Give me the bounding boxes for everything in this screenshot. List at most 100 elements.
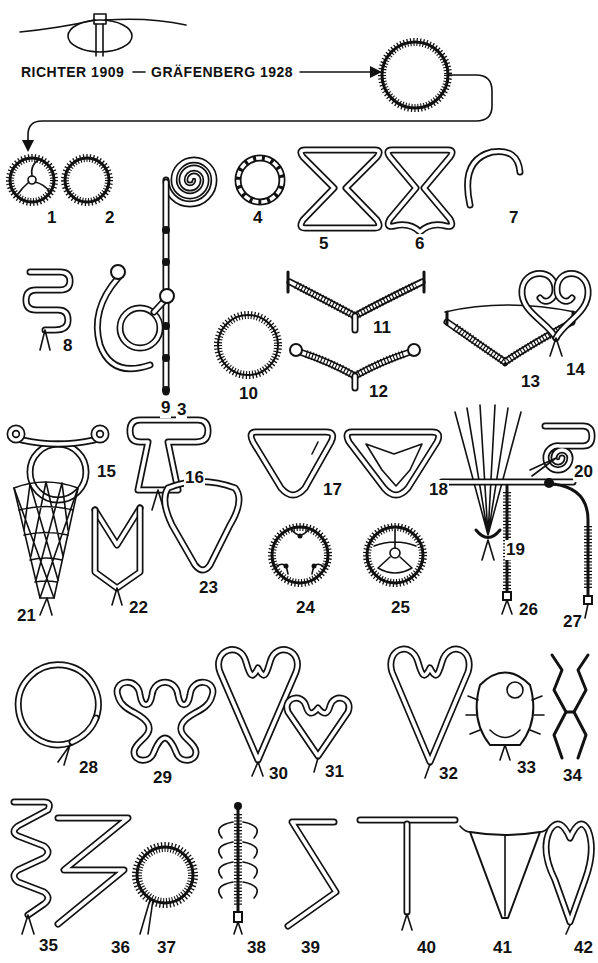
callout-number: 24 <box>295 598 316 618</box>
device-7 <box>468 151 520 205</box>
callout-number: 27 <box>562 612 583 632</box>
device-11 <box>290 282 422 316</box>
callout-number: 8 <box>62 336 73 356</box>
callout-number: 25 <box>390 598 411 618</box>
device-25 <box>374 530 416 573</box>
device-14 <box>522 274 588 357</box>
device-9 <box>111 265 125 279</box>
device-24 <box>277 530 323 574</box>
timeline-arrow <box>300 71 372 73</box>
device-8 <box>26 272 70 330</box>
device-3 <box>163 182 170 392</box>
device-5 <box>301 150 379 228</box>
callout-number: 40 <box>416 938 437 958</box>
callout-number: 2 <box>104 208 115 228</box>
device-39 <box>288 822 336 926</box>
device-38 <box>237 808 240 912</box>
device-41 <box>460 826 550 918</box>
grafenberg-ring <box>382 42 448 108</box>
device-24 <box>298 534 303 539</box>
callout-number: 4 <box>252 208 263 228</box>
device-3 <box>162 354 170 362</box>
device-3 <box>162 258 170 266</box>
device-33 <box>466 673 544 761</box>
device-29 <box>117 682 213 760</box>
device-22 <box>95 508 140 545</box>
device-28 <box>18 665 98 765</box>
callout-number: 21 <box>16 606 37 626</box>
device-21 <box>14 482 78 598</box>
device-24 <box>272 527 328 583</box>
richter-device <box>96 24 103 56</box>
callout-number: 36 <box>110 938 131 958</box>
device-38 <box>234 912 242 922</box>
device-12 <box>352 376 359 388</box>
callout-number: 32 <box>438 764 459 784</box>
device-34 <box>552 655 588 758</box>
device-3 <box>166 160 214 204</box>
device-7 <box>468 151 520 205</box>
device-21 <box>14 482 78 615</box>
device-29 <box>117 682 213 760</box>
device-22 <box>95 508 140 588</box>
device-22 <box>112 588 122 605</box>
device-18 <box>347 432 439 495</box>
device-9 <box>97 278 150 369</box>
grafenberg-ring <box>382 42 448 108</box>
callout-number: 26 <box>518 600 539 620</box>
device-28 <box>72 718 96 742</box>
device-11 <box>352 316 359 330</box>
device-2 <box>65 158 109 202</box>
callout-number: 41 <box>492 938 513 958</box>
device-33 <box>490 730 520 738</box>
device-16 <box>130 420 208 490</box>
callout-number: 12 <box>368 382 389 402</box>
device-8 <box>26 272 70 330</box>
device-33 <box>466 696 544 734</box>
flow-connector <box>22 140 34 152</box>
device-1 <box>18 160 50 194</box>
device-12 <box>300 352 410 376</box>
device-32 <box>391 649 469 778</box>
device-37 <box>137 847 193 934</box>
device-26 <box>442 482 573 614</box>
device-23 <box>165 482 239 571</box>
callout-number: 13 <box>520 372 541 392</box>
device-21 <box>40 598 52 615</box>
device-27 <box>544 478 592 618</box>
device-16 <box>130 420 208 490</box>
device-19 <box>476 530 500 538</box>
device-30 <box>252 762 263 776</box>
device-31 <box>287 698 349 756</box>
device-33 <box>507 682 523 698</box>
callout-number: 6 <box>414 234 425 254</box>
device-34 <box>552 655 566 758</box>
inventor-label: GRÄFENBERG 1928 <box>150 62 294 82</box>
device-4 <box>238 158 282 202</box>
device-34 <box>574 655 588 758</box>
device-31 <box>314 758 318 772</box>
callout-number: 18 <box>428 480 449 500</box>
device-41 <box>460 826 550 916</box>
device-14 <box>556 274 588 339</box>
device-29 <box>117 682 213 760</box>
device-13 <box>447 322 572 362</box>
device-14 <box>522 274 556 339</box>
flow-connector <box>28 75 492 142</box>
device-32 <box>391 649 469 762</box>
device-10 <box>218 315 278 375</box>
device-39 <box>288 822 336 926</box>
callout-number: 23 <box>198 578 219 598</box>
device-18 <box>347 432 439 495</box>
device-11 <box>296 285 416 316</box>
device-11 <box>353 316 357 330</box>
device-3 <box>162 160 214 394</box>
device-6 <box>388 150 452 232</box>
device-17 <box>251 432 333 495</box>
device-39 <box>288 822 336 926</box>
callout-number: 20 <box>573 462 594 482</box>
callout-number: 19 <box>505 540 526 560</box>
device-42 <box>546 824 591 922</box>
callout-number: 16 <box>184 468 205 488</box>
device-32 <box>391 649 469 762</box>
